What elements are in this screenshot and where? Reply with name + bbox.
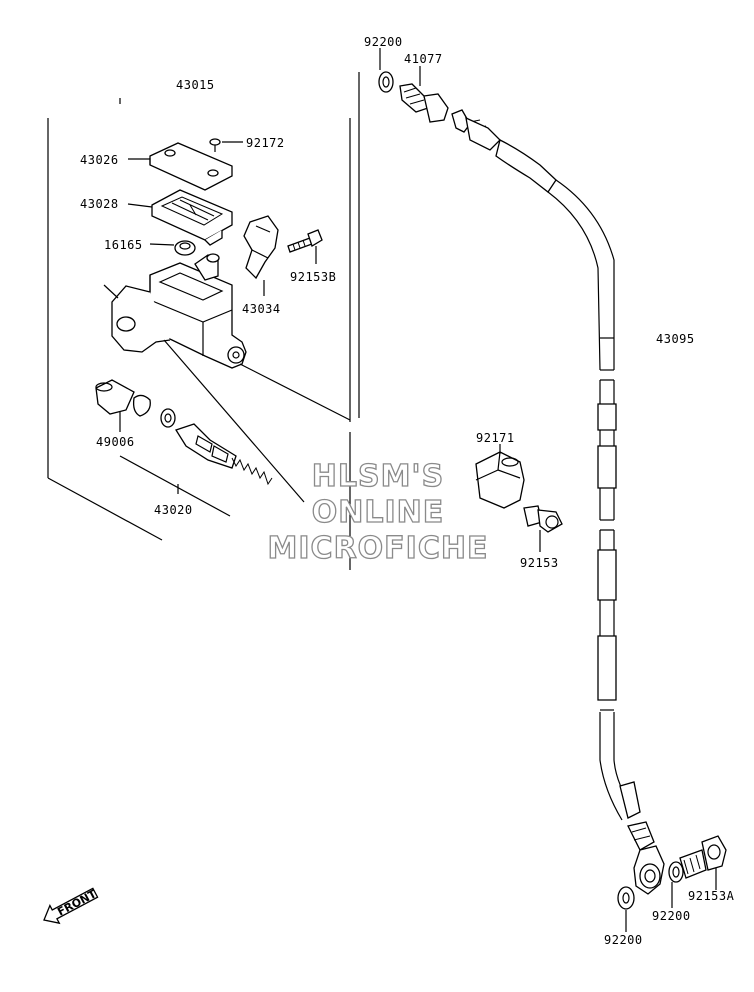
watermark-line1: HLSM'S bbox=[312, 459, 444, 494]
watermark-line2: ONLINE bbox=[312, 495, 445, 530]
label-43095: 43095 bbox=[656, 332, 695, 346]
piston-spring-assembly bbox=[175, 423, 273, 486]
watermark: HLSM'S ONLINE MICROFICHE bbox=[267, 458, 489, 566]
washer-bottom bbox=[617, 886, 635, 910]
leader-43028 bbox=[127, 203, 153, 208]
label-92153b: 92153B bbox=[290, 270, 336, 284]
banjo-bolt bbox=[679, 835, 727, 879]
label-92200-mid: 92200 bbox=[652, 909, 691, 923]
assembly-bracket-43015 bbox=[47, 72, 360, 570]
brake-switch bbox=[243, 215, 279, 280]
assembly-bracket-43020 bbox=[119, 455, 231, 517]
label-43028: 43028 bbox=[80, 197, 119, 211]
label-92153a: 92153A bbox=[688, 889, 735, 903]
front-label: FRONT bbox=[55, 887, 99, 918]
piston-washer bbox=[160, 408, 176, 428]
label-43015: 43015 bbox=[176, 78, 215, 92]
label-92153: 92153 bbox=[520, 556, 559, 570]
body-leaders bbox=[163, 339, 351, 503]
label-43020: 43020 bbox=[154, 503, 193, 517]
label-43026: 43026 bbox=[80, 153, 119, 167]
watermark-line3: MICROFICHE bbox=[268, 531, 489, 566]
brake-hose bbox=[399, 83, 665, 895]
label-92172: 92172 bbox=[246, 136, 285, 150]
label-43034: 43034 bbox=[242, 302, 281, 316]
bolt-92153 bbox=[523, 505, 563, 533]
reservoir-cap bbox=[149, 142, 233, 191]
bolt-92153b bbox=[287, 229, 323, 264]
front-arrow-icon: FRONT bbox=[43, 887, 99, 925]
cap-screw bbox=[209, 138, 243, 152]
label-92200-top: 92200 bbox=[364, 35, 403, 49]
part-labels: 43015 43026 92172 43028 16165 92153B 430… bbox=[80, 35, 735, 947]
piston-sleeve bbox=[95, 379, 135, 415]
leader-16165 bbox=[149, 243, 175, 246]
washer-mid bbox=[668, 861, 684, 883]
label-92171: 92171 bbox=[476, 431, 515, 445]
washer-top bbox=[378, 71, 394, 93]
label-49006: 49006 bbox=[96, 435, 135, 449]
label-92200-bottom: 92200 bbox=[604, 933, 643, 947]
master-cylinder-body bbox=[103, 253, 247, 369]
circlip bbox=[132, 394, 151, 417]
boot bbox=[174, 240, 196, 256]
label-41077: 41077 bbox=[404, 52, 443, 66]
label-16165: 16165 bbox=[104, 238, 143, 252]
diaphragm-plate bbox=[151, 189, 233, 246]
hose-clamp bbox=[475, 451, 525, 509]
